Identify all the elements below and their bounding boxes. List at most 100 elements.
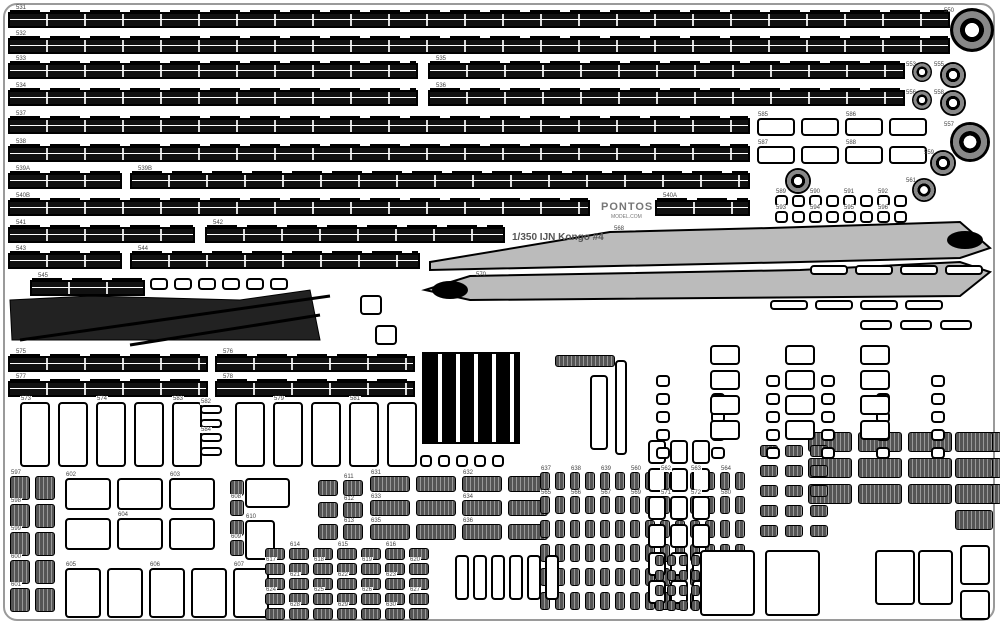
etched-part — [766, 447, 780, 459]
etched-part — [931, 447, 945, 459]
part-label: 637 — [540, 466, 553, 472]
etched-part — [826, 211, 839, 223]
railing-strip — [8, 198, 590, 216]
etched-part — [615, 520, 625, 538]
etched-part — [905, 300, 943, 310]
etched-part — [691, 555, 700, 566]
etched-part — [931, 393, 945, 405]
etched-part — [821, 375, 835, 387]
etched-part — [656, 447, 670, 459]
etched-part — [107, 568, 143, 618]
etched-part — [361, 578, 381, 590]
part-label: 625 — [313, 587, 326, 593]
etched-part — [10, 476, 30, 500]
part-label: 628 — [289, 602, 302, 608]
rail-label: 545 — [38, 273, 49, 279]
etched-part — [230, 520, 244, 536]
hull-end-left — [432, 281, 468, 299]
etched-part — [10, 532, 30, 556]
etched-part — [385, 608, 405, 620]
disc-label: 556 — [906, 90, 917, 96]
part-label: 560 — [630, 466, 643, 472]
etched-part — [600, 520, 610, 538]
part-label: 614 — [289, 542, 302, 548]
etched-part — [691, 600, 700, 611]
disc-label: 561 — [906, 178, 917, 184]
etched-part — [65, 478, 111, 510]
part-label: 592 — [877, 189, 890, 195]
etched-part — [691, 570, 700, 581]
etched-part — [655, 585, 664, 596]
etched-part — [491, 555, 505, 600]
disc-part — [930, 150, 956, 176]
etched-part — [960, 545, 990, 585]
etched-part — [860, 345, 890, 365]
etched-part — [710, 395, 740, 415]
etched-part — [409, 608, 429, 620]
rail-label: 533 — [16, 56, 27, 62]
part-label: 579 — [273, 396, 286, 402]
etched-part — [615, 472, 625, 490]
etched-part — [289, 608, 309, 620]
etched-part — [35, 504, 55, 528]
disc-label: 559 — [924, 150, 935, 156]
etched-part — [785, 420, 815, 440]
railing-strip — [8, 144, 750, 162]
etched-part — [35, 532, 55, 556]
hull-part-568 — [429, 220, 992, 272]
part-label: 601 — [10, 582, 23, 588]
etched-part — [492, 455, 504, 467]
disc-part — [940, 90, 966, 116]
etched-part — [508, 524, 548, 540]
etched-part — [361, 608, 381, 620]
part-label: 632 — [462, 470, 475, 476]
etched-part — [361, 593, 381, 605]
etched-part — [200, 433, 222, 442]
disc-label: 557 — [944, 122, 955, 128]
etched-part — [735, 496, 745, 514]
part-label: 587 — [757, 140, 770, 146]
etched-part — [96, 402, 126, 467]
railing-strip — [130, 251, 420, 269]
etched-part — [508, 500, 548, 516]
part-label: 583 — [172, 396, 185, 402]
etched-part — [200, 405, 222, 414]
etched-part — [318, 502, 338, 518]
railing-strip — [8, 88, 418, 106]
part-label: 603 — [169, 472, 182, 478]
etched-part — [860, 211, 873, 223]
etched-part — [860, 395, 890, 415]
etched-part — [230, 540, 244, 556]
etched-part — [35, 476, 55, 500]
part-label: 639 — [600, 466, 613, 472]
etched-part — [540, 520, 550, 538]
etched-part — [801, 146, 839, 164]
etched-part — [370, 500, 410, 516]
rail-label: 577 — [16, 374, 27, 380]
railing-strip — [8, 171, 122, 189]
etched-part — [630, 592, 640, 610]
etched-part — [462, 500, 502, 516]
etched-part — [630, 472, 640, 490]
etched-part — [555, 520, 565, 538]
etched-part — [35, 560, 55, 584]
part-label: 584 — [200, 427, 213, 433]
etched-part — [940, 320, 972, 330]
etched-part — [821, 429, 835, 441]
etched-part — [889, 146, 927, 164]
fret-title: 1/350 IJN Kongo #4 — [512, 232, 604, 243]
part-label: 616 — [385, 542, 398, 548]
etched-part — [540, 496, 550, 514]
etched-part — [385, 548, 405, 560]
etched-part — [766, 393, 780, 405]
rail-label: 531 — [16, 5, 27, 11]
part-label: 569 — [630, 490, 643, 496]
logo-sub: MODEL.COM — [611, 214, 642, 220]
etched-part — [766, 411, 780, 423]
etched-part — [540, 472, 550, 490]
bridge-part-584 — [422, 352, 520, 444]
etched-part — [826, 195, 839, 207]
part-label: 589 — [775, 189, 788, 195]
rail-label: 536 — [436, 83, 447, 89]
etched-part — [889, 118, 927, 136]
